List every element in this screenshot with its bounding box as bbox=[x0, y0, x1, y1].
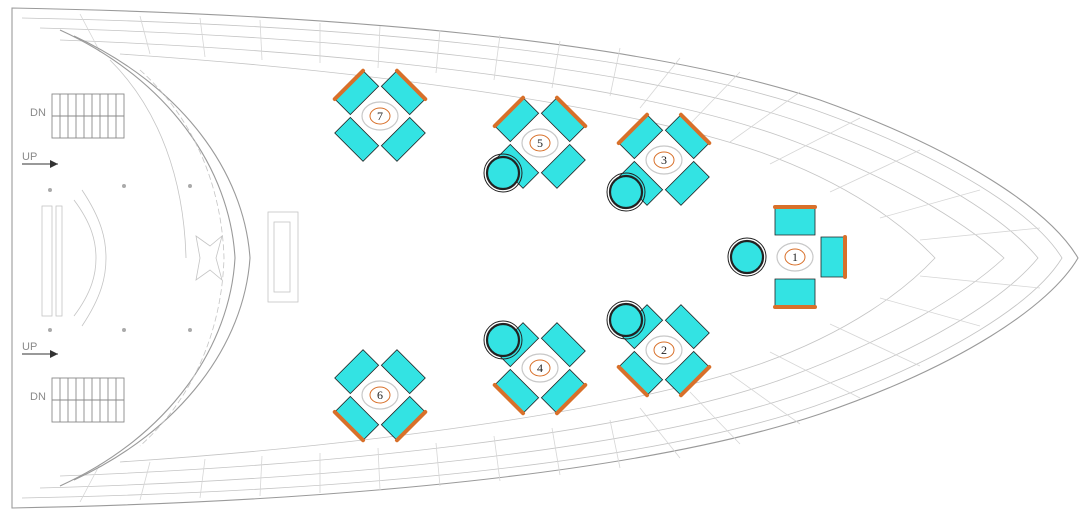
aft-bulkhead bbox=[41, 29, 299, 487]
seat[interactable] bbox=[334, 116, 380, 162]
table-number: 6 bbox=[377, 388, 383, 402]
table-number: 2 bbox=[661, 343, 667, 357]
seat[interactable] bbox=[664, 304, 710, 350]
hull-grid bbox=[79, 13, 1041, 503]
table-center bbox=[653, 151, 675, 169]
seat[interactable] bbox=[334, 349, 380, 395]
stair-dn-label: DN bbox=[30, 391, 46, 403]
stair-upper[interactable]: DN UP bbox=[22, 93, 125, 168]
seat[interactable] bbox=[380, 395, 428, 443]
seat[interactable] bbox=[332, 68, 380, 116]
seat[interactable] bbox=[492, 95, 540, 143]
table-5[interactable]: 5 bbox=[492, 95, 588, 189]
seat[interactable] bbox=[380, 349, 426, 395]
seat[interactable] bbox=[773, 278, 817, 309]
stair-up-label: UP bbox=[22, 341, 37, 353]
seat[interactable] bbox=[616, 112, 664, 160]
table-number: 7 bbox=[377, 109, 383, 123]
seat[interactable] bbox=[664, 350, 712, 398]
table-1[interactable]: 1 bbox=[773, 205, 847, 309]
seat[interactable] bbox=[380, 116, 426, 162]
seat[interactable] bbox=[492, 368, 540, 416]
table-center bbox=[784, 248, 806, 266]
table-center bbox=[653, 341, 675, 359]
table-number: 1 bbox=[792, 250, 798, 264]
stool[interactable] bbox=[483, 153, 523, 193]
seat[interactable] bbox=[380, 68, 428, 116]
table-6[interactable]: 6 bbox=[332, 349, 428, 443]
table-7[interactable]: 7 bbox=[332, 68, 428, 162]
seat[interactable] bbox=[540, 322, 586, 368]
seat[interactable] bbox=[332, 395, 380, 443]
stair-lower[interactable]: DN UP bbox=[22, 341, 125, 423]
stool[interactable] bbox=[606, 172, 646, 212]
table-number: 5 bbox=[537, 136, 543, 150]
table-center bbox=[369, 107, 391, 125]
seat[interactable] bbox=[820, 235, 847, 279]
table-center bbox=[529, 359, 551, 377]
table-center bbox=[529, 134, 551, 152]
stool[interactable] bbox=[727, 237, 767, 277]
seat[interactable] bbox=[540, 143, 586, 189]
seat[interactable] bbox=[664, 112, 712, 160]
hull-outline bbox=[11, 7, 1079, 509]
seat[interactable] bbox=[540, 95, 588, 143]
table-center bbox=[369, 386, 391, 404]
table-number: 3 bbox=[661, 153, 667, 167]
stool[interactable] bbox=[606, 300, 646, 340]
table-3[interactable]: 3 bbox=[616, 112, 712, 206]
seat[interactable] bbox=[773, 205, 817, 236]
seat[interactable] bbox=[616, 350, 664, 398]
table-number: 4 bbox=[537, 361, 543, 375]
seat[interactable] bbox=[540, 368, 588, 416]
stair-dn-label: DN bbox=[30, 107, 46, 119]
table-2[interactable]: 2 bbox=[616, 304, 712, 398]
stool[interactable] bbox=[483, 320, 523, 360]
seat[interactable] bbox=[664, 160, 710, 206]
stair-up-label: UP bbox=[22, 151, 37, 163]
